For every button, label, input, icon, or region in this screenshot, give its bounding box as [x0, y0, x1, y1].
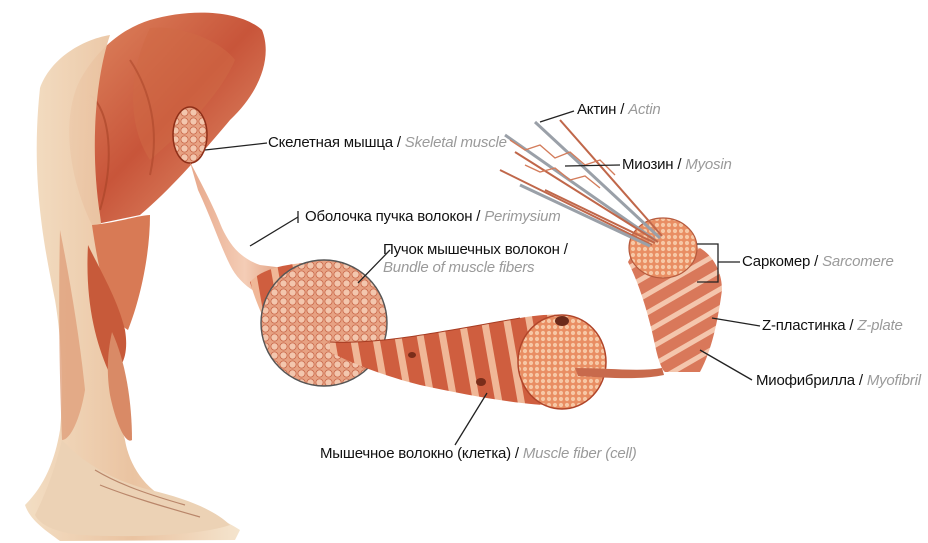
label-z-plate: Z-пластинка / Z-plate	[762, 317, 903, 335]
label-en: Skeletal muscle	[405, 134, 507, 151]
label-ru: Оболочка пучка волокон	[305, 208, 472, 225]
label-ru: Скелетная мышца	[268, 134, 393, 151]
label-actin: Актин / Actin	[577, 101, 661, 119]
label-en: Myofibril	[867, 372, 921, 389]
label-en: Z-plate	[857, 317, 902, 334]
label-ru: Миофибрилла	[756, 372, 855, 389]
label-separator: /	[616, 101, 628, 118]
label-myosin: Миозин / Myosin	[622, 156, 732, 174]
label-bundle: Пучок мышечных волокон / Bundle of muscl…	[383, 241, 568, 277]
muscle-cross-section	[173, 107, 207, 163]
label-myofibril: Миофибрилла / Myofibril	[756, 372, 921, 390]
label-ru: Z-пластинка	[762, 317, 845, 334]
label-ru: Миозин	[622, 156, 673, 173]
leg-illustration	[25, 13, 266, 541]
label-en: Muscle fiber (cell)	[523, 445, 637, 462]
label-ru: Саркомер	[742, 253, 810, 270]
label-separator: /	[511, 445, 523, 462]
label-separator: /	[673, 156, 685, 173]
label-separator: /	[393, 134, 405, 151]
filaments	[500, 120, 662, 246]
label-perimysium: Оболочка пучка волокон / Perimysium	[305, 208, 561, 226]
label-en: Bundle of muscle fibers	[383, 259, 568, 277]
label-en: Perimysium	[484, 208, 560, 225]
label-separator: /	[855, 372, 867, 389]
label-en: Myosin	[685, 156, 731, 173]
label-ru: Актин	[577, 101, 616, 118]
label-separator: /	[810, 253, 822, 270]
label-muscle-fiber: Мышечное волокно (клетка) / Muscle fiber…	[320, 445, 637, 463]
label-separator: /	[845, 317, 857, 334]
label-sarcomere: Саркомер / Sarcomere	[742, 253, 894, 271]
label-ru: Мышечное волокно (клетка)	[320, 445, 511, 462]
label-en: Sarcomere	[822, 253, 894, 270]
label-ru: Пучок мышечных волокон /	[383, 241, 568, 258]
label-en: Actin	[628, 101, 660, 118]
label-separator: /	[472, 208, 484, 225]
label-skeletal-muscle: Скелетная мышца / Skeletal muscle	[268, 134, 507, 152]
